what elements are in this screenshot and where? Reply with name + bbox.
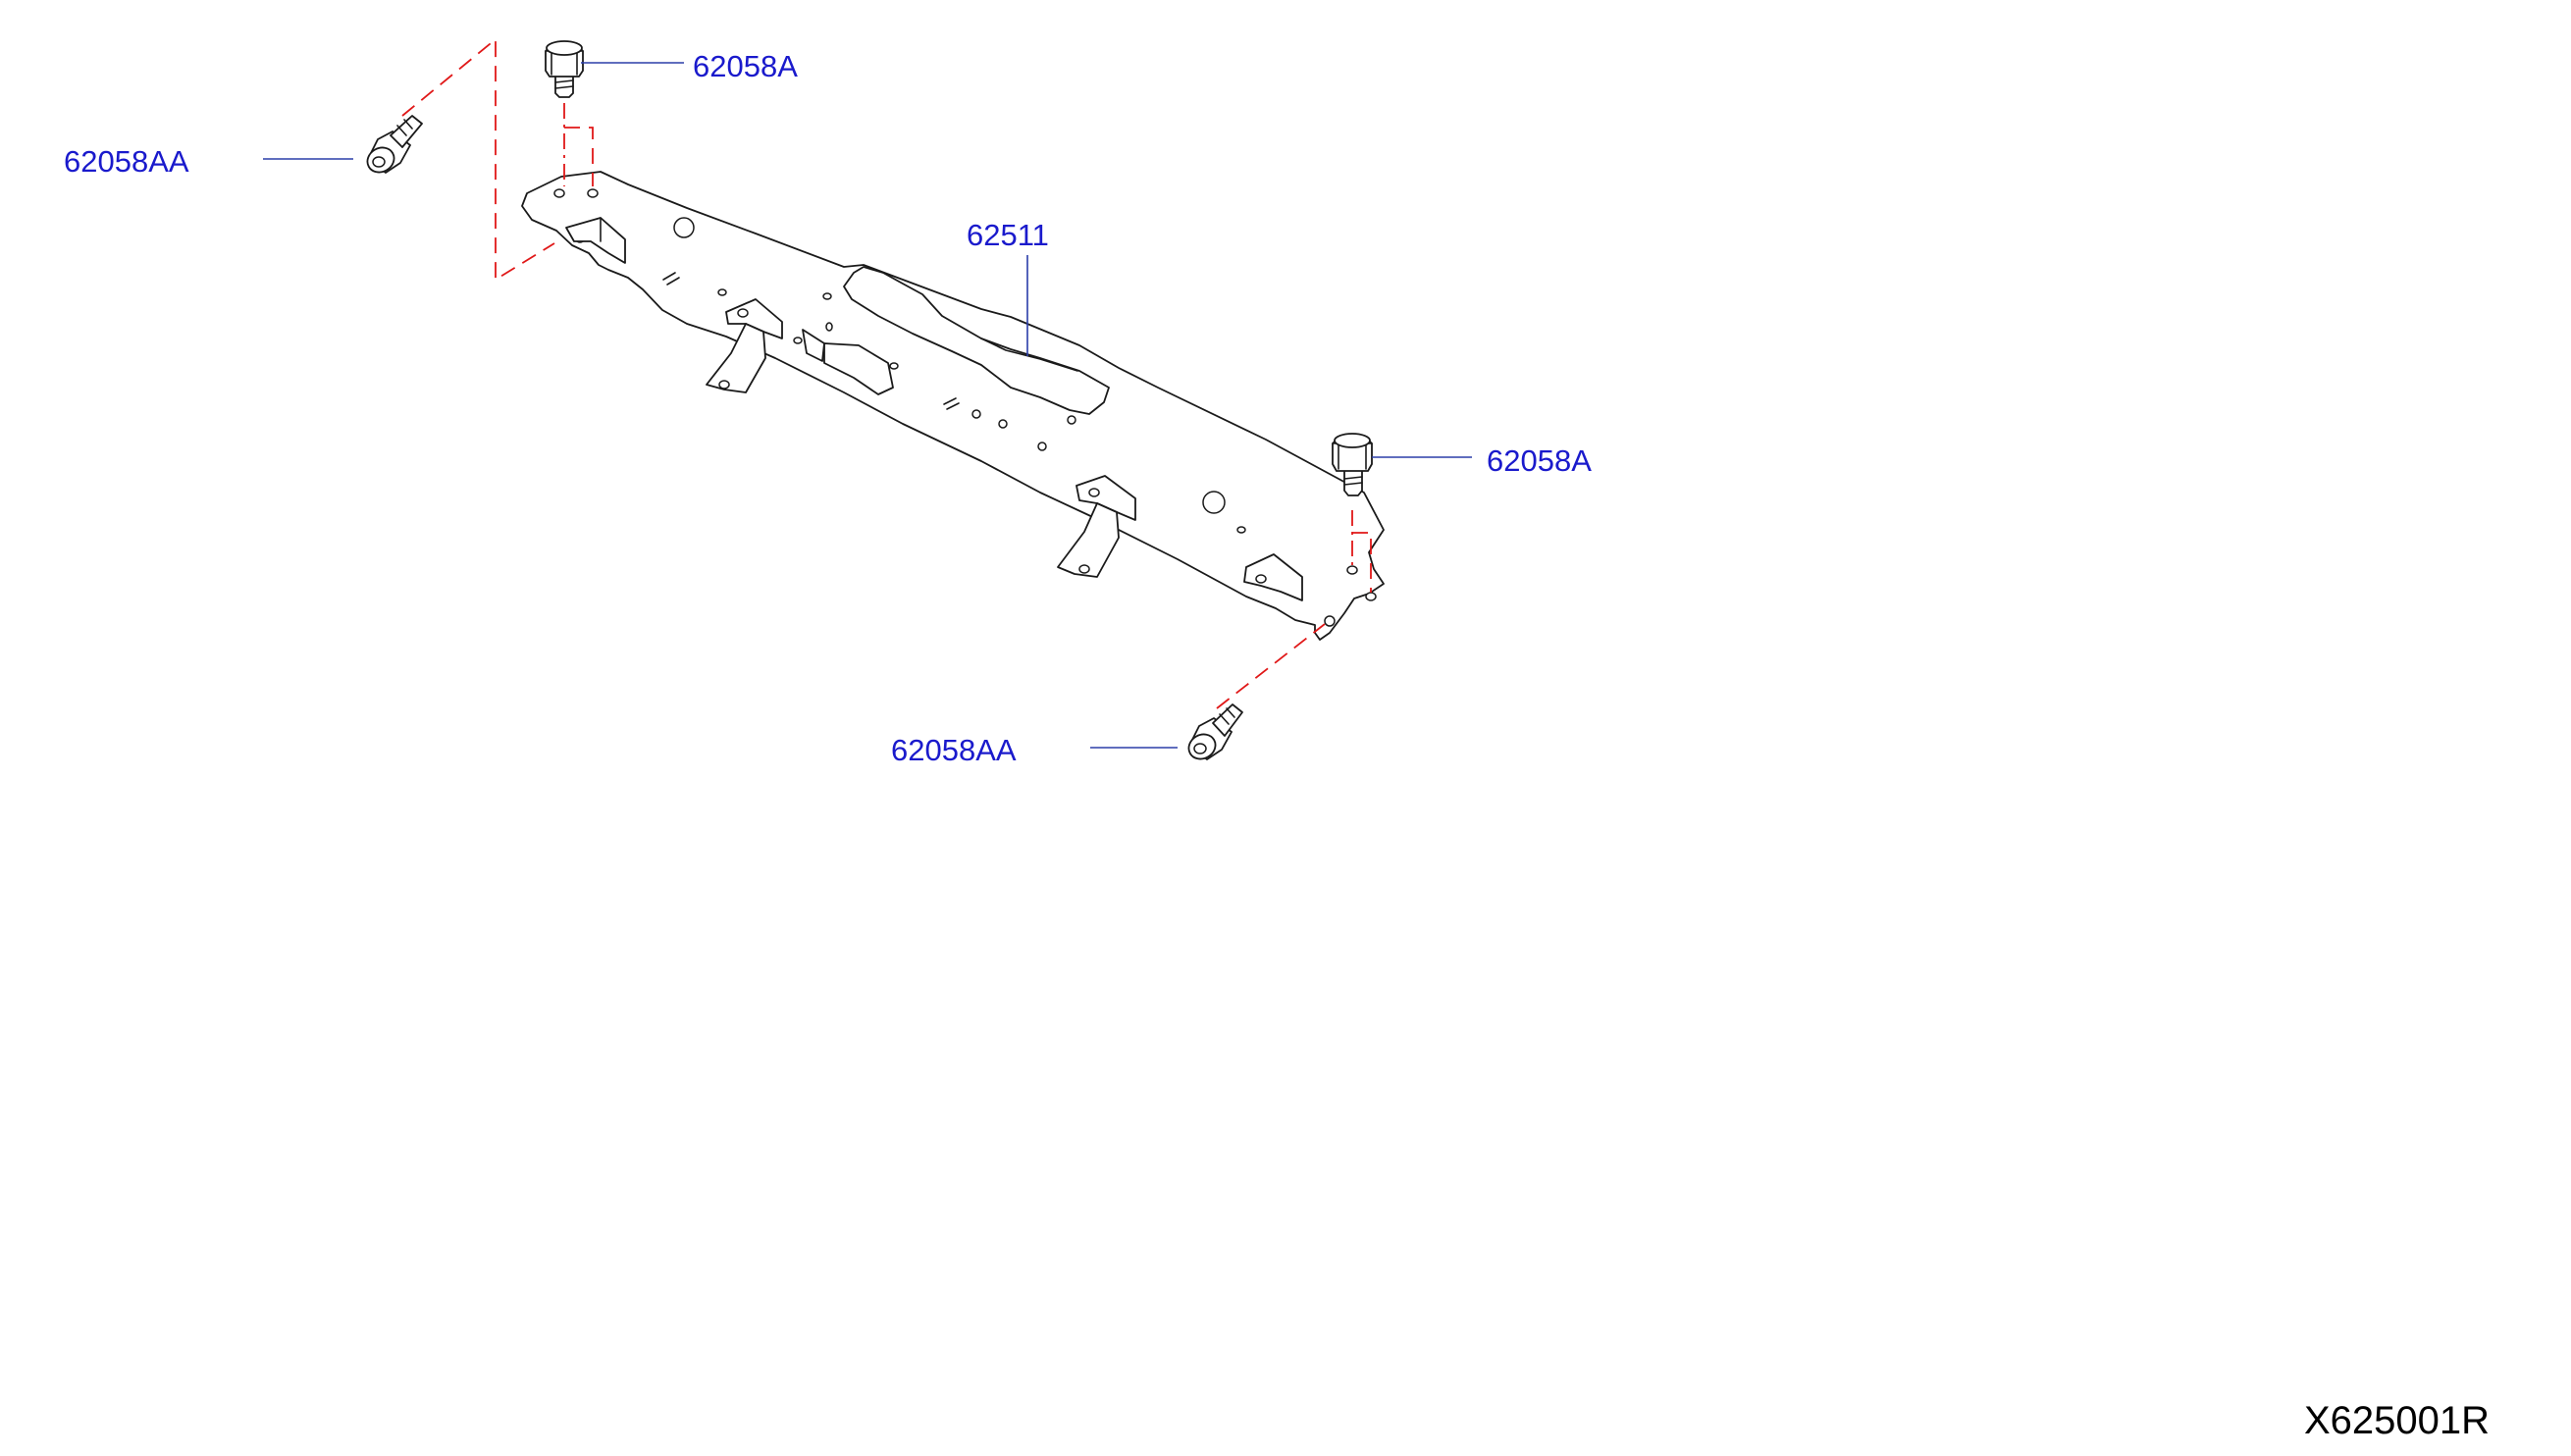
bracket-3: [1057, 475, 1136, 578]
callout-62511: 62511: [967, 218, 1049, 252]
bracket-4: [1243, 553, 1303, 601]
bracket-1: [565, 217, 626, 264]
bolt-62058aa-left: [366, 115, 423, 174]
bracket-2: [706, 298, 783, 393]
bolt-62058aa-lower: [1187, 703, 1243, 760]
callout-62058aa-left: 62058AA: [64, 144, 189, 179]
figure-number: X625001R: [2304, 1399, 2490, 1442]
bolt-62058a-right: [1332, 433, 1373, 496]
leader-lines: [263, 62, 1472, 749]
callout-62058aa-lower: 62058AA: [891, 733, 1017, 767]
bolt-62058a-upper: [545, 40, 584, 98]
callout-62058a-upper: 62058A: [693, 49, 798, 83]
core-support-member: [521, 171, 1385, 641]
guide-lines: [401, 37, 1372, 709]
callout-62058a-right: 62058A: [1487, 443, 1592, 478]
